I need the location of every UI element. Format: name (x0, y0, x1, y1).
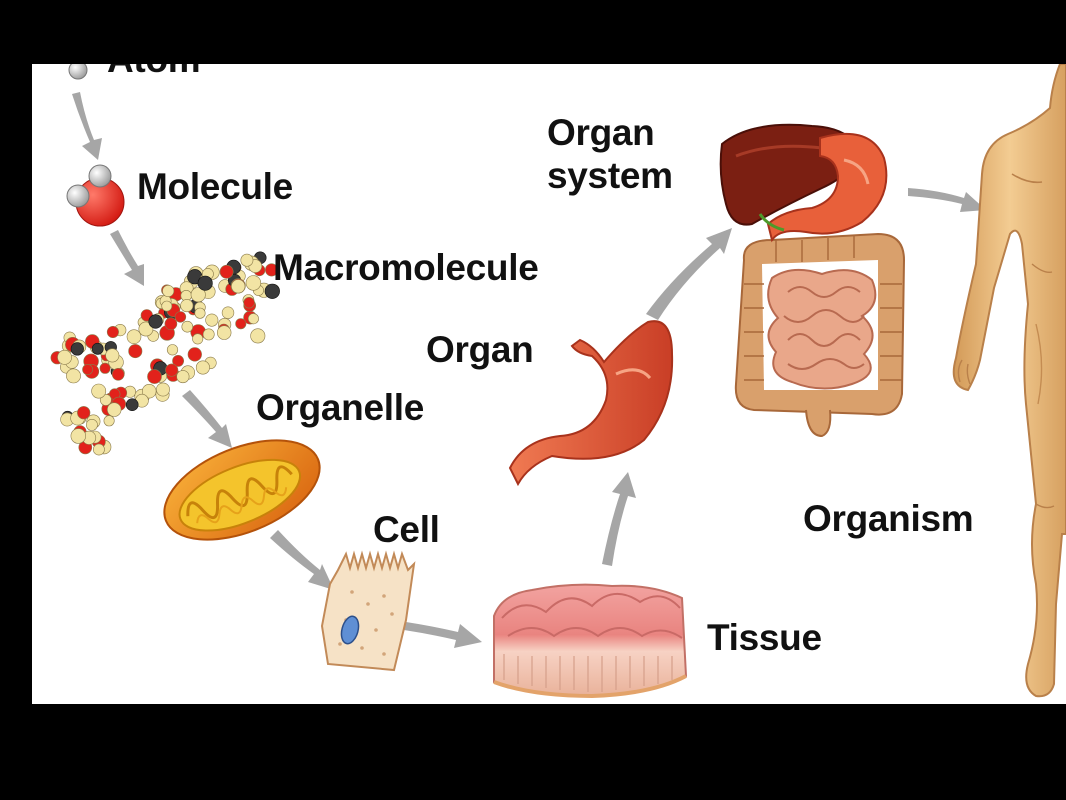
label-macromolecule: Macromolecule (273, 247, 539, 288)
tissue-illustration (493, 583, 688, 699)
atom-sphere (162, 285, 175, 298)
label-cell: Cell (373, 509, 440, 550)
arrow-cell-to-tissue (404, 622, 482, 648)
label-tissue: Tissue (707, 617, 822, 658)
atom-sphere (243, 297, 255, 309)
label-organ-system: Organ system (547, 112, 673, 197)
atom-sphere (221, 306, 235, 319)
organ-illustration (508, 320, 674, 487)
diagram-panel: Atom Molecule Macromolecule Organelle Ce… (32, 64, 1066, 704)
atom-sphere (70, 428, 86, 444)
atom-sphere (82, 364, 93, 375)
atom-sphere (93, 443, 105, 456)
atom-sphere (70, 342, 84, 356)
atom-sphere (164, 317, 178, 331)
atom-sphere (195, 360, 210, 375)
atom-sphere (126, 329, 142, 345)
atom-sphere (165, 363, 179, 377)
arrow-macromolecule-to-organelle (182, 390, 232, 448)
atom-sphere (77, 406, 91, 420)
arrow-molecule-to-macromolecule (110, 230, 144, 286)
atom-sphere (240, 253, 254, 267)
atom-sphere (180, 299, 194, 313)
label-organ-system-line2: system (547, 154, 673, 196)
arrow-system-to-organism (908, 188, 986, 212)
molecule-illustration (66, 164, 125, 227)
atom-sphere (91, 342, 104, 355)
atom-sphere (205, 313, 219, 327)
atom-sphere (231, 279, 246, 294)
atom-sphere (111, 367, 125, 381)
levels-of-organization-illustration (50, 64, 1066, 699)
atom-sphere (174, 311, 187, 323)
organism-illustration (952, 64, 1066, 698)
arrow-organelle-to-cell (270, 530, 334, 590)
atom-sphere (128, 344, 143, 359)
atom-sphere (265, 263, 279, 277)
atom-sphere (86, 418, 98, 431)
atom-sphere (166, 344, 179, 356)
macromolecule-illustration (50, 251, 280, 456)
atom-sphere (187, 347, 202, 362)
label-organism: Organism (803, 498, 974, 539)
atom-sphere (219, 264, 234, 279)
organelle-illustration (163, 439, 321, 541)
atom-sphere (125, 398, 139, 412)
cell-illustration (320, 550, 416, 672)
atom-sphere (217, 325, 232, 340)
atom-sphere (141, 384, 157, 399)
atom-sphere (106, 402, 122, 417)
label-organ: Organ (426, 329, 534, 370)
atom-sphere (91, 383, 107, 399)
label-organelle: Organelle (256, 387, 424, 428)
atom-sphere (181, 320, 194, 333)
atom-sphere (245, 275, 262, 291)
atom-sphere (161, 300, 173, 312)
label-organ-system-line1: Organ (547, 112, 655, 153)
atom-illustration (68, 64, 88, 80)
atom-sphere (264, 283, 280, 299)
atom-sphere (99, 362, 111, 374)
arrow-atom-to-molecule (72, 92, 102, 160)
atom-sphere (192, 333, 204, 345)
atom-sphere (156, 382, 170, 397)
flow-arrows (72, 92, 986, 648)
label-molecule: Molecule (137, 166, 293, 207)
arrow-tissue-to-organ (602, 472, 636, 566)
atom-sphere (147, 369, 162, 384)
atom-sphere (106, 325, 119, 338)
atom-sphere (235, 318, 247, 330)
atom-sphere (197, 275, 213, 291)
atom-sphere (172, 354, 184, 367)
label-atom: Atom (107, 64, 201, 78)
atom-sphere (176, 370, 190, 384)
atom-sphere (202, 328, 215, 341)
atom-sphere (103, 415, 115, 427)
atom-sphere (190, 287, 206, 303)
atom-sphere (105, 348, 120, 363)
atom-sphere (66, 368, 81, 384)
organ-system-illustration (719, 123, 906, 438)
atom-sphere (148, 314, 163, 329)
atom-sphere (138, 321, 154, 337)
atom-sphere (57, 349, 72, 365)
atom-sphere (194, 307, 206, 319)
atom-sphere (247, 313, 259, 325)
arrow-organ-to-system (646, 228, 732, 320)
atom-sphere (250, 328, 266, 344)
